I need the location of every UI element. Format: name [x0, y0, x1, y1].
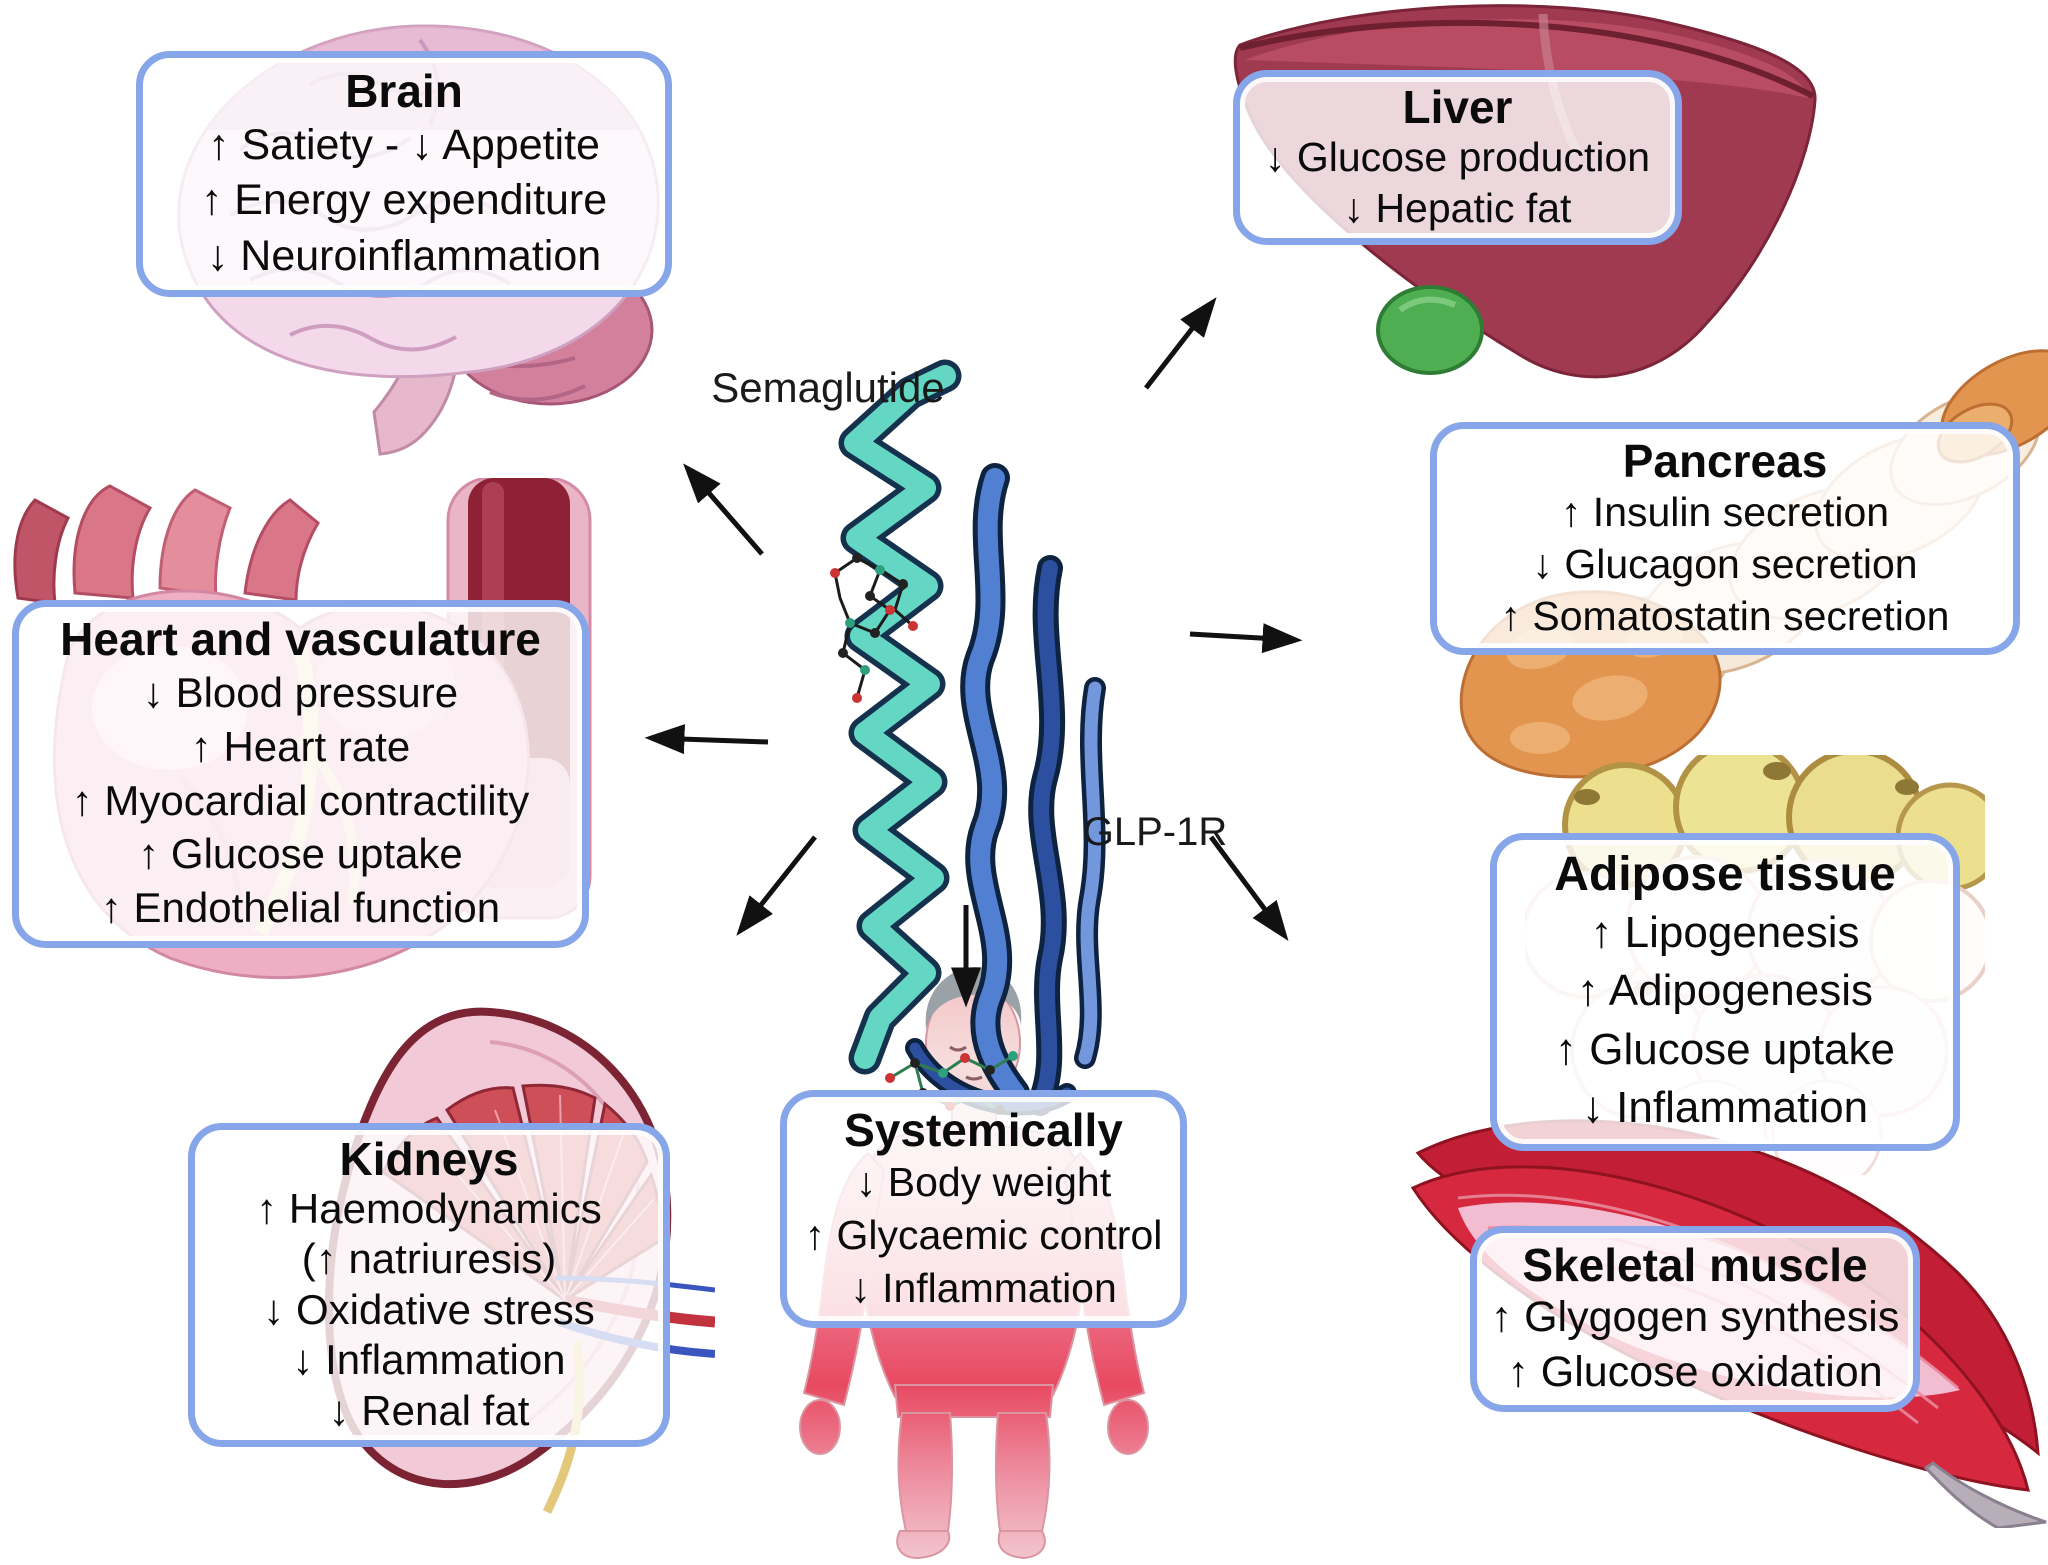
arrow-to-kidneys	[736, 835, 817, 936]
muscle-box-line: ↑ Glucose oxidation	[1507, 1347, 1883, 1396]
liver-box-line: ↓ Hepatic fat	[1343, 184, 1572, 231]
systemically-info-box: Systemically ↓ Body weight ↑ Glycaemic c…	[780, 1090, 1187, 1328]
brain-info-box: Brain ↑ Satiety - ↓ Appetite ↑ Energy ex…	[136, 51, 672, 297]
heart-box-line: ↑ Glucose uptake	[138, 830, 463, 878]
arrow-to-adipose	[1208, 835, 1289, 942]
adipose-box-title: Adipose tissue	[1554, 848, 1896, 902]
pancreas-box-line: ↑ Somatostatin secretion	[1500, 593, 1950, 640]
heart-box-line: ↑ Heart rate	[190, 722, 411, 770]
brain-box-line: ↑ Energy expenditure	[200, 176, 608, 225]
pancreas-box-line: ↑ Insulin secretion	[1560, 489, 1890, 536]
heart-box-line: ↓ Blood pressure	[142, 668, 459, 716]
kidneys-info-box: Kidneys ↑ Haemodynamics (↑ natriuresis) …	[188, 1123, 670, 1447]
kidneys-box-line: ↓ Inflammation	[292, 1336, 566, 1384]
brain-box-title: Brain	[345, 64, 463, 117]
arrow-to-brain	[683, 463, 764, 556]
semaglutide-label: Semaglutide	[711, 364, 945, 411]
heart-box-title: Heart and vasculature	[60, 613, 541, 666]
heart-info-box: Heart and vasculature ↓ Blood pressure ↑…	[12, 600, 589, 948]
pancreas-box-title: Pancreas	[1622, 434, 1828, 487]
pancreas-box-line: ↓ Glucagon secretion	[1532, 541, 1918, 588]
arrow-to-liver	[1144, 297, 1217, 390]
kidneys-box-line: (↑ natriuresis)	[301, 1235, 557, 1283]
brain-box-line: ↑ Satiety - ↓ Appetite	[208, 120, 600, 169]
liver-box-line: ↓ Glucose production	[1264, 134, 1651, 181]
kidneys-box-line: ↑ Haemodynamics	[256, 1184, 602, 1232]
systemically-box-line: ↓ Inflammation	[850, 1265, 1117, 1312]
adipose-box-line: ↑ Lipogenesis	[1590, 908, 1860, 958]
heart-box-line: ↑ Endothelial function	[100, 884, 501, 932]
arrow-to-heart	[644, 724, 769, 755]
systemically-box-title: Systemically	[844, 1103, 1123, 1156]
muscle-box-title: Skeletal muscle	[1522, 1238, 1868, 1291]
systemically-box-line: ↓ Body weight	[855, 1159, 1112, 1206]
adipose-box-line: ↓ Inflammation	[1581, 1082, 1869, 1132]
muscle-box-line: ↑ Glygogen synthesis	[1490, 1293, 1900, 1342]
pancreas-info-box: Pancreas ↑ Insulin secretion ↓ Glucagon …	[1430, 422, 2020, 655]
glp1r-label: GLP-1R	[1082, 810, 1228, 854]
kidneys-box-line: ↓ Renal fat	[328, 1386, 530, 1434]
kidneys-box-title: Kidneys	[339, 1132, 519, 1185]
arrow-to-pancreas	[1189, 623, 1303, 654]
kidneys-box-line: ↓ Oxidative stress	[263, 1285, 595, 1333]
adipose-box-line: ↑ Adipogenesis	[1577, 966, 1873, 1016]
skeletal-muscle-info-box: Skeletal muscle ↑ Glygogen synthesis ↑ G…	[1470, 1226, 1920, 1412]
heart-box-line: ↑ Myocardial contractility	[71, 776, 530, 824]
brain-box-line: ↓ Neuroinflammation	[206, 231, 602, 280]
liver-info-box: Liver ↓ Glucose production ↓ Hepatic fat	[1233, 70, 1682, 245]
adipose-box-line: ↑ Glucose uptake	[1555, 1024, 1895, 1074]
liver-box-title: Liver	[1402, 80, 1513, 133]
adipose-info-box: Adipose tissue ↑ Lipogenesis ↑ Adipogene…	[1490, 833, 1960, 1151]
systemically-box-line: ↑ Glycaemic control	[804, 1212, 1163, 1259]
